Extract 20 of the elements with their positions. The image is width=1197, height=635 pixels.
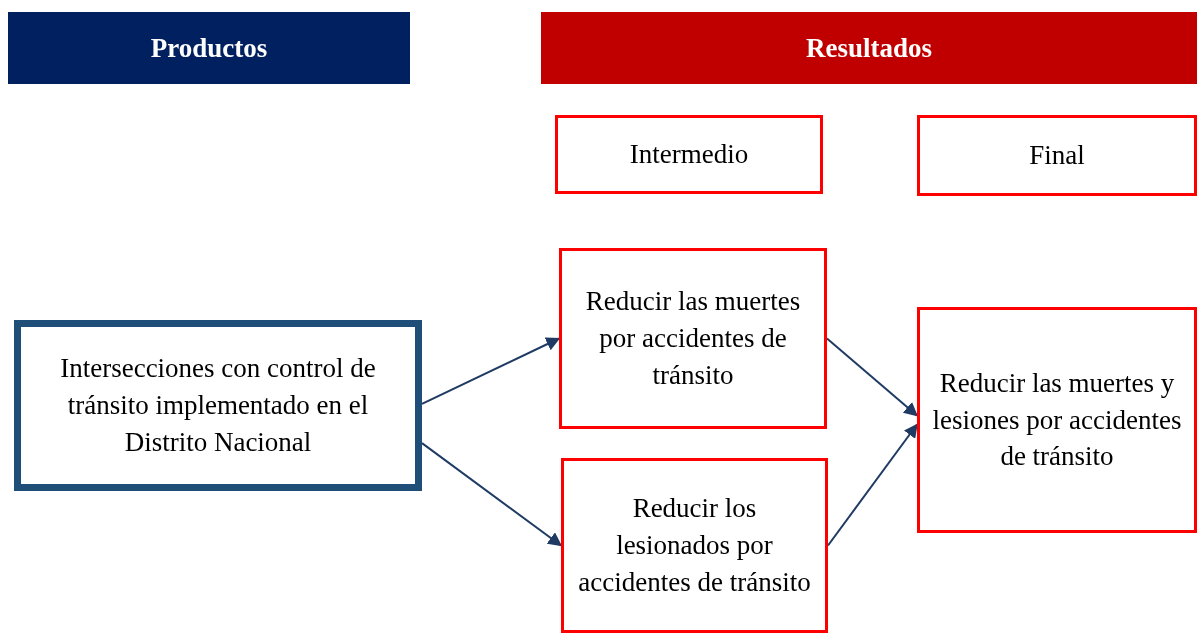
header-band	[541, 12, 1197, 84]
arrow	[827, 423, 918, 547]
arrow	[421, 442, 563, 547]
node-text: Resultados	[806, 31, 932, 65]
node-text: Final	[1029, 139, 1085, 172]
node-text: Intersecciones con control de tránsito implementado en el Distrito Nacional	[59, 352, 377, 459]
product-box	[14, 320, 422, 491]
result-box	[559, 248, 827, 429]
header-band	[8, 12, 410, 84]
result-box	[917, 307, 1197, 533]
arrow	[826, 337, 919, 417]
node-text: Reducir las muertes y lesiones por accidentes de tránsito	[931, 366, 1183, 474]
node-text: Intermedio	[629, 138, 749, 171]
level-box	[917, 115, 1197, 196]
result-box	[561, 458, 828, 633]
node-text: Reducir las muertes por accidentes de tránsito	[584, 285, 802, 392]
node-text: Productos	[150, 31, 268, 65]
node-text: Reducir los lesionados por accidentes de tránsito	[577, 492, 812, 599]
level-box	[555, 115, 823, 194]
arrow	[421, 337, 561, 405]
